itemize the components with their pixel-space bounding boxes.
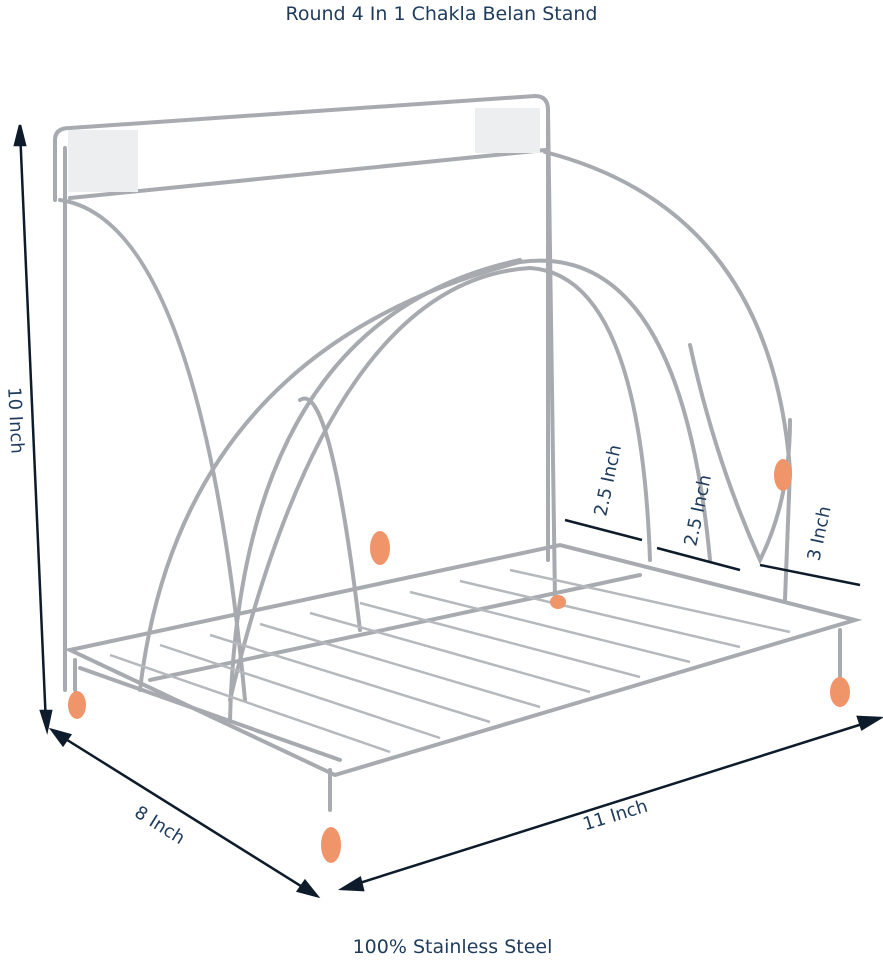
product-title: Round 4 In 1 Chakla Belan Stand: [285, 3, 598, 25]
dimension-arrows: [13, 124, 883, 899]
rack-grid: [109, 568, 791, 754]
rack-frame: [53, 93, 863, 812]
height-dimension-label: 10 Inch: [3, 386, 28, 455]
material-caption: 100% Stainless Steel: [352, 936, 553, 958]
rubber-feet: [68, 459, 850, 863]
